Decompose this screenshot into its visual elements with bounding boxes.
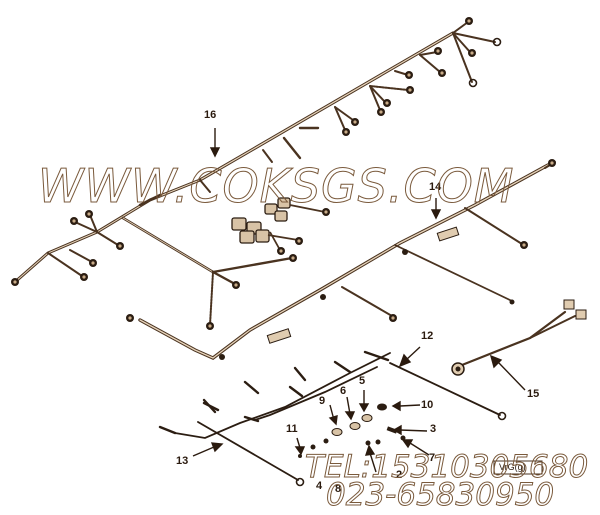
stamp-label: VrG(g) [499,462,526,472]
harness-14 [138,161,556,360]
watermark-phone: 023-65830950 [325,477,555,513]
harness-15 [460,310,576,367]
callout-4: 4 [316,480,323,492]
callout-11: 11 [286,423,298,435]
callout-10: 10 [421,399,434,411]
leader-arrows [192,128,526,473]
callout-14: 14 [429,181,442,193]
harness-13 [197,421,299,481]
stamp-box [493,460,543,475]
watermark-url: WWW.COKSGS.COM [38,159,515,213]
callout-9: 9 [319,395,326,407]
callout-16: 16 [204,109,217,121]
harness-16-connectors [342,17,502,136]
small-parts [298,403,406,458]
harness-12 [158,350,501,439]
callout-12: 12 [421,330,434,342]
harness-16 [198,21,496,182]
callout-5: 5 [359,375,366,387]
watermark-tel: TEL:15310305680 [304,449,589,485]
callout-6: 6 [340,385,347,397]
callout-15: 15 [527,388,540,400]
callout-13: 13 [176,455,189,467]
callout-2: 2 [396,469,403,481]
callout-8: 8 [335,483,342,495]
callout-7: 7 [429,452,436,464]
callout-3: 3 [430,423,437,435]
relay-block-cluster [231,197,326,251]
harness-left-section [13,178,294,326]
harness-14-connectors [126,159,556,360]
